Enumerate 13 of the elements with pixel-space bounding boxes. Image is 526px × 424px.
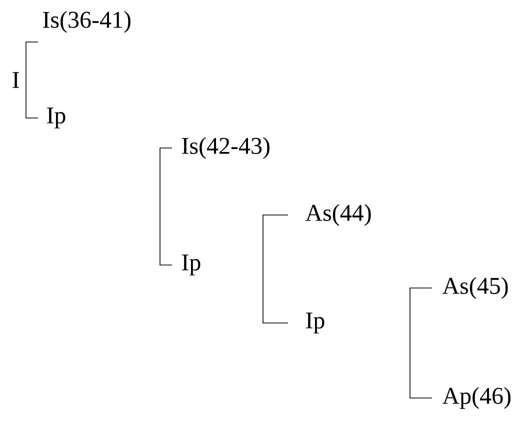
bracket-line	[410, 288, 432, 398]
tree-label: Ap(46)	[442, 387, 510, 409]
tree-label: I	[12, 72, 19, 88]
tree-label: Is(36-41)	[43, 11, 130, 33]
tree-label: Ip	[306, 312, 324, 334]
bracket-line	[262, 214, 288, 324]
tree-label: As(45)	[442, 277, 508, 299]
tree-label: Is(42-43)	[182, 137, 270, 159]
bracket-line	[26, 42, 38, 118]
tree-label: As(44)	[305, 204, 371, 226]
bracket-line	[160, 148, 172, 266]
tree-label: Ip	[182, 254, 200, 276]
tree-label: Ip	[47, 108, 66, 128]
